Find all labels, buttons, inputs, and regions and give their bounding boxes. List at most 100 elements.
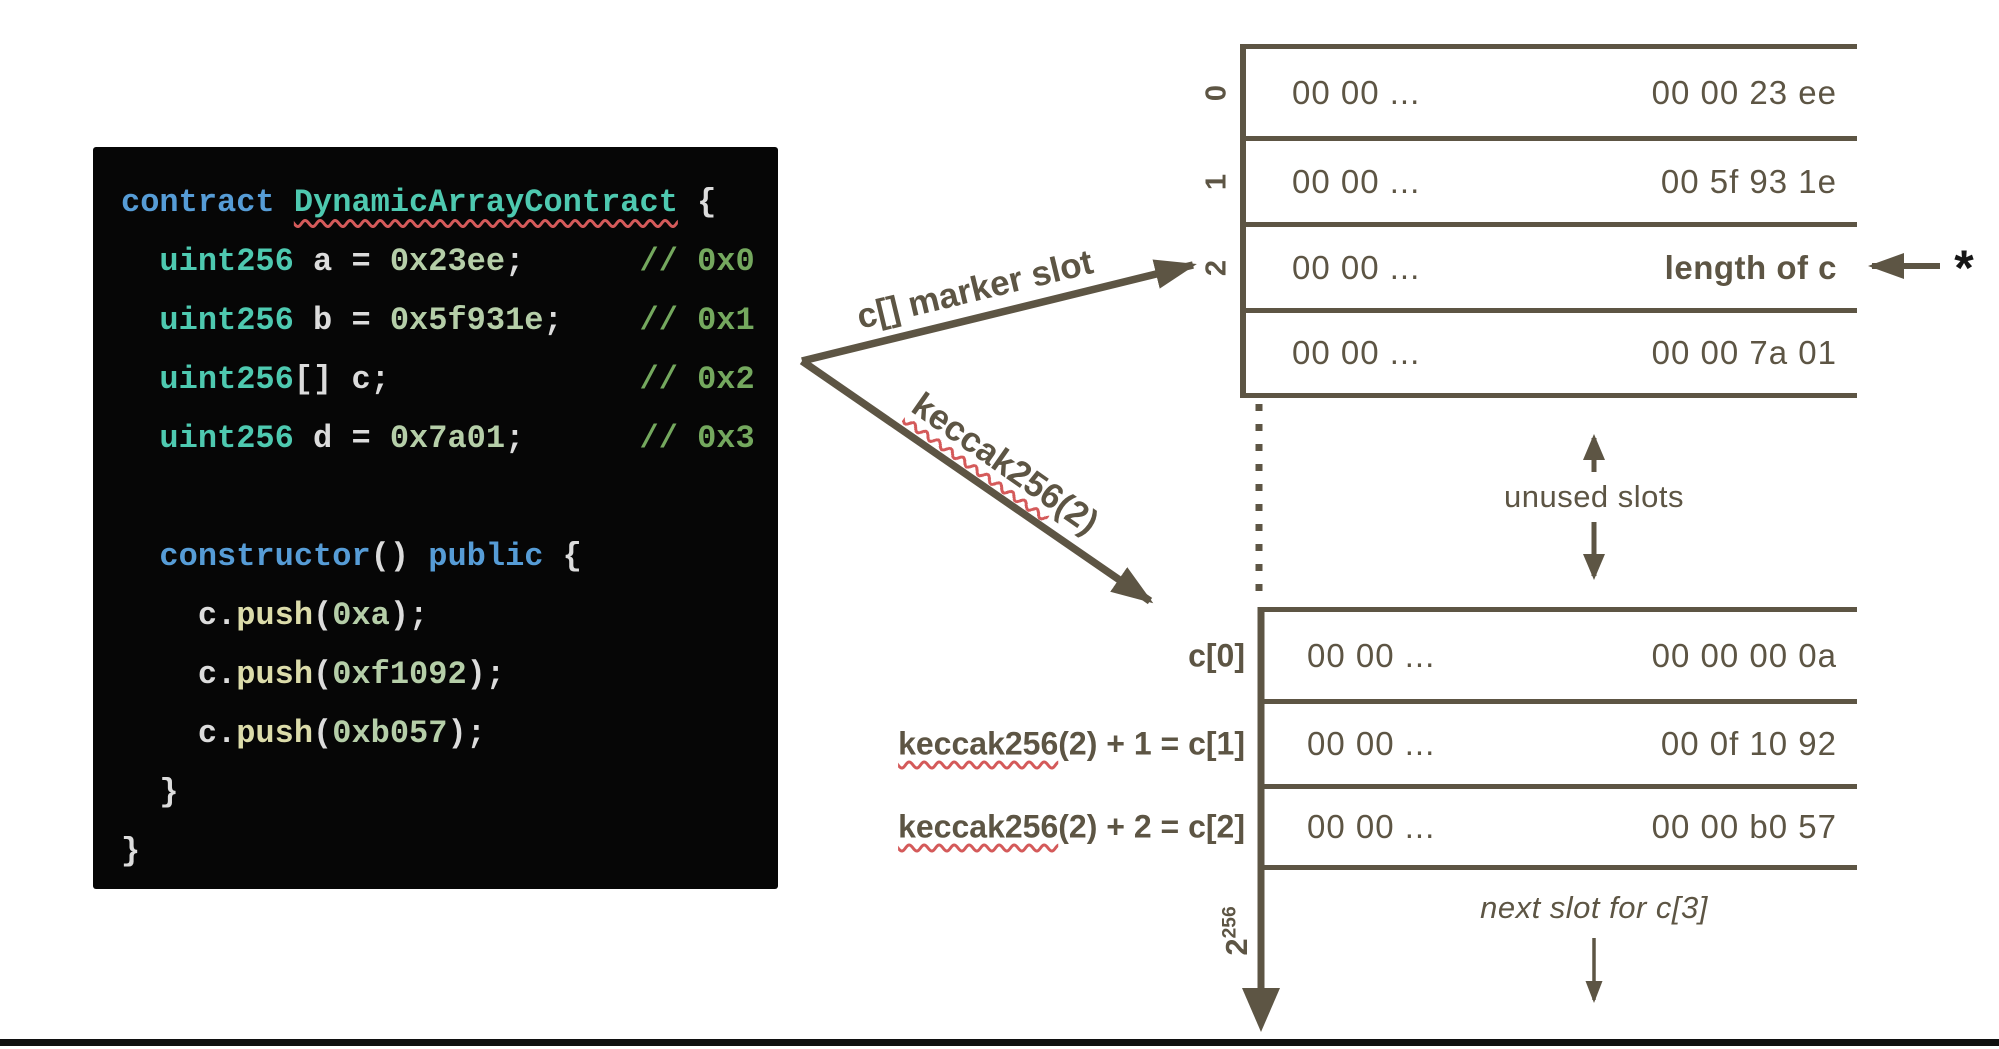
code-token: ; [505, 420, 640, 457]
marker-slot-label-text: c[] marker slot [853, 242, 1097, 337]
storage-slot-row: 1 00 00 ... 00 5f 93 1e [1201, 136, 1857, 222]
code-token: ( [313, 597, 333, 634]
keccak-word: keccak256 [904, 385, 1071, 518]
slot-value-prefix: 00 00 ... [1307, 636, 1436, 674]
slot-key-label: keccak256(2) + 2 = c[2] [898, 809, 1245, 846]
code-line: contract DynamicArrayContract { [121, 173, 778, 232]
code-token: 0x5f931e [389, 302, 544, 339]
code-line: uint256 a = 0x23ee; // 0x0 [121, 232, 778, 291]
slot-value-prefix: 00 00 ... [1292, 334, 1421, 371]
code-line: uint256 b = 0x5f931e; // 0x1 [121, 291, 778, 350]
code-token: contract [121, 184, 275, 221]
code-token: // 0x1 [639, 302, 755, 339]
code-token: 0xb057 [332, 715, 448, 752]
code-token [121, 361, 159, 398]
bottom-border-bar [0, 1039, 1999, 1046]
code-token: push [236, 715, 314, 752]
code-line: uint256 d = 0x7a01; // 0x3 [121, 409, 778, 468]
storage-slot-row: c[0] 00 00 ... 00 00 00 0a [1188, 607, 1857, 699]
code-token: b = [293, 302, 390, 339]
code-token: d = [293, 420, 390, 457]
code-token [121, 302, 159, 339]
solidity-code: contract DynamicArrayContract { uint256 … [93, 147, 778, 881]
slot-value-prefix: 00 00 ... [1307, 725, 1436, 762]
code-token: push [236, 656, 314, 693]
slot-value-prefix: 00 00 ... [1292, 73, 1421, 111]
slot-value: 00 00 00 0a [1651, 636, 1837, 674]
slot-value: 00 5f 93 1e [1660, 162, 1837, 200]
code-token: { [677, 184, 717, 221]
code-token: push [236, 597, 314, 634]
slot-value-prefix: 00 00 ... [1292, 162, 1421, 200]
code-token [121, 243, 159, 280]
code-token [121, 420, 159, 457]
code-token: // 0x3 [639, 420, 755, 457]
code-token: ; [505, 243, 640, 280]
code-token: } [121, 774, 179, 811]
slot-key-label: c[0] [1188, 637, 1245, 674]
code-token: 0x7a01 [389, 420, 506, 457]
code-token: ); [447, 715, 486, 752]
storage-table-bottom: c[0] 00 00 ... 00 00 00 0a keccak256(2) + 1… [898, 607, 1857, 870]
code-token: } [121, 833, 141, 870]
code-token: [] c; [293, 361, 640, 398]
code-token: ; [543, 302, 640, 339]
keccak-word: keccak256 [898, 808, 1059, 845]
code-token: 0xa [332, 597, 390, 634]
code-line: c.push(0xb057); [121, 704, 778, 763]
storage-slot-row: 2 00 00 ... length of c [1201, 222, 1857, 308]
code-token: ( [313, 656, 333, 693]
keccak-word: keccak256 [898, 725, 1059, 762]
code-token: { [543, 538, 582, 575]
code-token: public [428, 538, 544, 575]
slot-value: 00 00 23 ee [1651, 73, 1837, 111]
axis-power-label-text: 2256 [1219, 906, 1255, 955]
code-token: ); [466, 656, 506, 693]
code-token: a = [293, 243, 390, 280]
code-token: DynamicArrayContract [293, 184, 678, 221]
code-token: uint256 [159, 302, 294, 339]
slot-number-label: 2 [1200, 259, 1233, 276]
slot-number-label: 1 [1200, 173, 1233, 190]
storage-slot-row: 00 00 ... 00 00 7a 01 [1246, 308, 1857, 393]
code-token: uint256 [159, 243, 294, 280]
solidity-code-panel: contract DynamicArrayContract { uint256 … [93, 147, 778, 889]
code-token: 0xf1092 [332, 656, 467, 693]
code-line: c.push(0xf1092); [121, 645, 778, 704]
axis-power-base: 2 [1219, 938, 1254, 956]
slot-value: 00 00 b0 57 [1651, 808, 1837, 845]
slot-value: length of c [1664, 248, 1837, 286]
code-token: uint256 [159, 361, 294, 398]
asterisk-glyph: * [1954, 240, 1974, 296]
code-token: ); [389, 597, 429, 634]
code-token: c. [121, 656, 237, 693]
code-token: 0x23ee [389, 243, 506, 280]
code-token: c. [121, 715, 237, 752]
code-token: constructor [159, 538, 371, 575]
code-line: c.push(0xa); [121, 586, 778, 645]
storage-slot-row: keccak256(2) + 2 = c[2] 00 00 ... 00 00 b0… [898, 784, 1857, 865]
slot-key-label-text: (2) + 2 = c[2] [1058, 808, 1245, 845]
keccak-diagonal-label-text: keccak256(2) [904, 385, 1106, 543]
slot-key-label: keccak256(2) + 1 = c[1] [898, 726, 1245, 763]
next-slot-label-text: next slot for c[3] [1480, 890, 1708, 925]
code-token: c. [121, 597, 237, 634]
slot-value-prefix: 00 00 ... [1307, 808, 1436, 845]
code-line: } [121, 763, 778, 822]
code-line: constructor() public { [121, 527, 778, 586]
code-line: } [121, 822, 778, 881]
code-line: uint256[] c; // 0x2 [121, 350, 778, 409]
code-token: // 0x2 [639, 361, 755, 398]
address-axis-arrowhead [1242, 988, 1280, 1032]
keccak-arrow [799, 357, 1154, 605]
slot-value-prefix: 00 00 ... [1292, 248, 1421, 286]
code-token: ( [313, 715, 333, 752]
code-token [275, 184, 294, 221]
code-token: uint256 [159, 420, 294, 457]
slot-value: 00 0f 10 92 [1660, 725, 1837, 762]
slot-key-label-text: c[0] [1188, 637, 1245, 673]
code-token: // 0x0 [639, 243, 755, 280]
slot-value: 00 00 7a 01 [1651, 334, 1837, 371]
code-token: () [370, 538, 429, 575]
